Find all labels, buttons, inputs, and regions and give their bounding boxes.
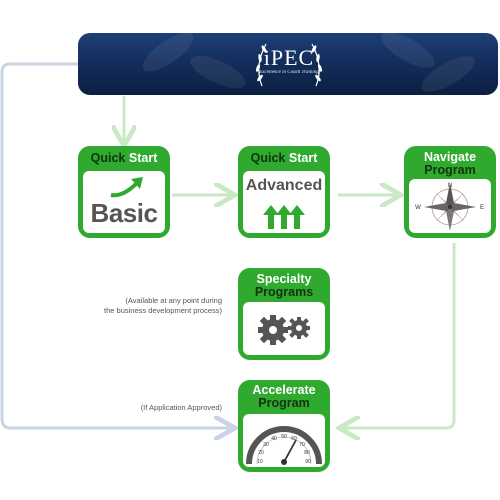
basic-word: Basic	[90, 198, 158, 228]
advanced-word: Advanced	[245, 177, 323, 194]
compass-w: W	[415, 205, 421, 211]
ipec-banner	[78, 33, 498, 95]
ipec-logo: iPEC Excellence in Coach Training	[248, 36, 330, 92]
compass-e: E	[480, 205, 484, 211]
node-title: Specialty Programs	[254, 272, 314, 299]
node-navigate-program: Navigate Program N W E	[404, 146, 496, 238]
node-graphic: Advanced	[243, 171, 325, 233]
node-quick-start-advanced: Quick Start Advanced	[238, 146, 330, 238]
node-title: Quick Start	[90, 151, 158, 165]
gears-icon	[258, 315, 310, 345]
gauge-tick-70: 70	[299, 442, 305, 448]
accelerate-note: (If Application Approved)	[140, 403, 222, 412]
laurel-wreath-icon	[255, 43, 323, 87]
triple-up-arrows-icon	[263, 205, 305, 229]
logo-tagline: Excellence in Coach Training	[259, 70, 319, 75]
node-graphic: N W E	[409, 179, 491, 233]
compass-icon: N W E	[415, 183, 484, 231]
gauge-tick-20: 20	[258, 450, 264, 456]
logo-brand: iPEC	[263, 45, 315, 70]
node-quick-start-basic: Quick Start Basic	[78, 146, 170, 238]
compass-n: N	[448, 183, 452, 189]
node-graphic: Basic	[83, 171, 165, 233]
gauge-tick-40: 40	[271, 436, 277, 442]
gauge-tick-60: 60	[291, 436, 297, 442]
gauge-tick-80: 80	[304, 450, 310, 456]
node-title: Accelerate Program	[252, 383, 316, 410]
node-graphic: 10 20 30 40 50 60 70 80 90	[243, 414, 325, 467]
arrow-navigate-to-accelerate	[342, 243, 456, 428]
node-title: Navigate Program	[423, 150, 477, 177]
gauge-tick-90: 90	[305, 459, 311, 465]
specialty-note: (Available at any point during the busin…	[104, 296, 222, 315]
node-specialty-programs: Specialty Programs	[238, 268, 330, 360]
node-accelerate-program: Accelerate Program 10 20 30 40 50 60 70 …	[238, 380, 330, 472]
gauge-tick-10: 10	[257, 459, 263, 465]
speedometer-icon: 10 20 30 40 50 60 70 80 90	[246, 426, 322, 465]
node-title: Quick Start	[250, 151, 318, 165]
node-graphic	[243, 302, 325, 355]
upward-arrow-icon	[110, 177, 143, 198]
arrow-banner-to-accelerate	[0, 62, 232, 428]
gauge-tick-30: 30	[263, 442, 269, 448]
gauge-tick-50: 50	[281, 434, 287, 440]
